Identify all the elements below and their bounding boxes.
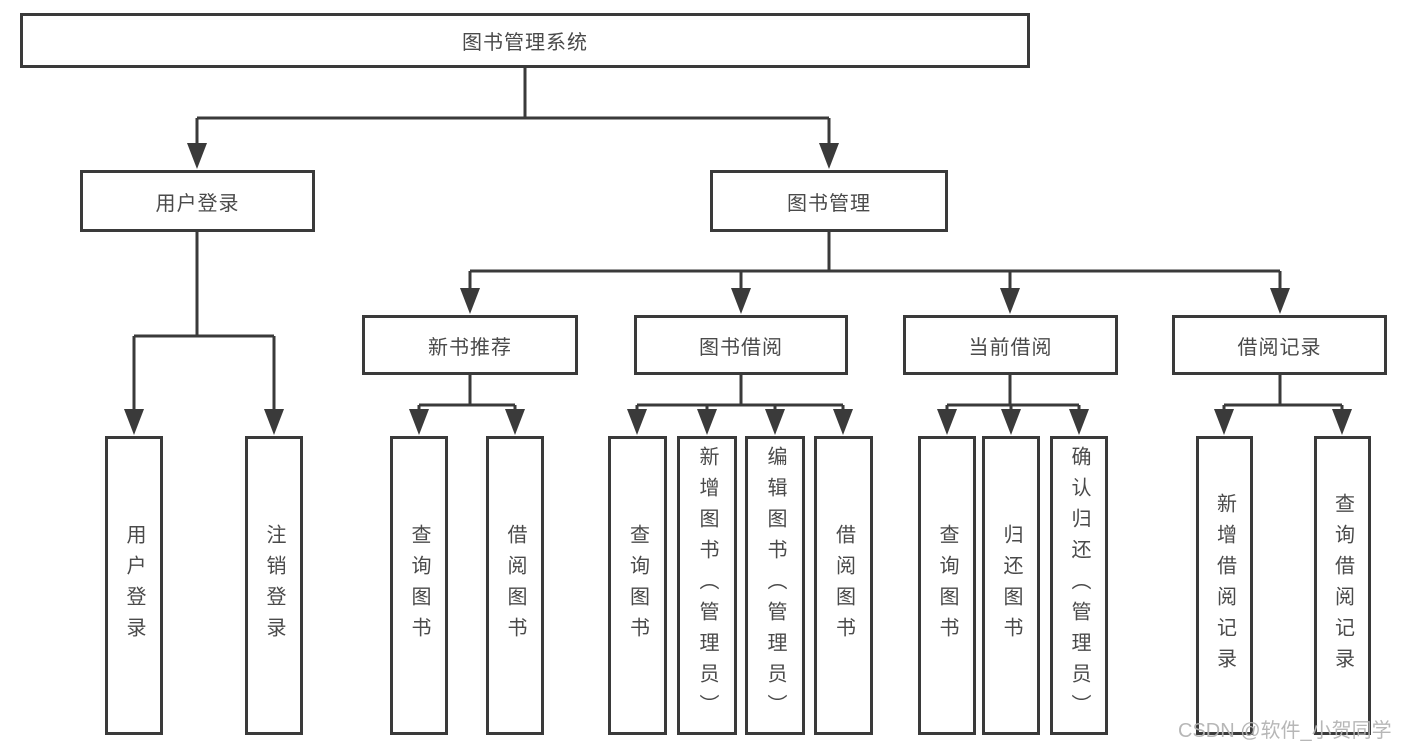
- leaf-logout: 注销登录: [245, 436, 303, 735]
- leaf-borrow-books-recommend: 借阅图书: [486, 436, 544, 735]
- leaf-label: 确认归还（管理员）: [1068, 446, 1090, 725]
- leaf-label: 查询借阅记录: [1331, 492, 1354, 679]
- arrowhead: [819, 143, 839, 169]
- leaf-query-books-borrow: 查询图书: [608, 436, 667, 735]
- node-book-management: 图书管理: [710, 170, 948, 232]
- arrowhead: [937, 409, 957, 435]
- leaf-label: 新增借阅记录: [1213, 492, 1236, 679]
- leaf-label: 查询图书: [408, 523, 430, 648]
- leaf-user-login: 用户登录: [105, 436, 163, 735]
- node-current-borrow: 当前借阅: [903, 315, 1118, 375]
- leaf-borrow-books: 借阅图书: [814, 436, 873, 735]
- branch-user-login: [124, 232, 284, 435]
- arrowhead: [731, 288, 751, 314]
- branch-borrow-records: [1214, 375, 1352, 435]
- node-root-system: 图书管理系统: [20, 13, 1030, 68]
- arrowhead: [1001, 409, 1021, 435]
- branch-current-borrow: [937, 375, 1089, 435]
- node-borrow-records: 借阅记录: [1172, 315, 1387, 375]
- leaf-label: 用户登录: [123, 523, 145, 648]
- arrowhead: [627, 409, 647, 435]
- node-book-borrow: 图书借阅: [634, 315, 848, 375]
- leaf-label: 查询图书: [936, 523, 958, 648]
- leaf-label: 借阅图书: [832, 523, 855, 648]
- leaf-query-books-current: 查询图书: [918, 436, 976, 735]
- arrowhead: [409, 409, 429, 435]
- branch-new-book: [409, 375, 525, 435]
- branch-book-management: [460, 232, 1290, 314]
- arrowhead: [1000, 288, 1020, 314]
- arrowhead: [1270, 288, 1290, 314]
- arrowhead: [460, 288, 480, 314]
- leaf-add-book-admin: 新增图书（管理员）: [677, 436, 737, 735]
- leaf-label: 新增图书（管理员）: [696, 446, 718, 725]
- leaf-label: 查询图书: [626, 523, 649, 648]
- leaf-label: 归还图书: [1000, 523, 1022, 648]
- leaf-label: 借阅图书: [504, 523, 526, 648]
- node-user-login: 用户登录: [80, 170, 315, 232]
- node-new-book-recommend: 新书推荐: [362, 315, 578, 375]
- leaf-label: 注销登录: [263, 523, 285, 648]
- arrowhead: [765, 409, 785, 435]
- arrowhead: [833, 409, 853, 435]
- leaf-confirm-return-admin: 确认归还（管理员）: [1050, 436, 1108, 735]
- arrowhead: [264, 409, 284, 435]
- leaf-return-books: 归还图书: [982, 436, 1040, 735]
- leaf-label: 编辑图书（管理员）: [764, 446, 786, 725]
- branch-root: [187, 68, 839, 169]
- leaf-add-borrow-record: 新增借阅记录: [1196, 436, 1253, 735]
- arrowhead: [187, 143, 207, 169]
- arrowhead: [1332, 409, 1352, 435]
- arrowhead: [1214, 409, 1234, 435]
- arrowhead: [505, 409, 525, 435]
- leaf-query-books-recommend: 查询图书: [390, 436, 448, 735]
- arrowhead: [697, 409, 717, 435]
- branch-book-borrow: [627, 375, 853, 435]
- arrowhead: [1069, 409, 1089, 435]
- arrowhead: [124, 409, 144, 435]
- csdn-watermark: CSDN @软件_小贺同学: [1178, 720, 1392, 742]
- leaf-query-borrow-record: 查询借阅记录: [1314, 436, 1371, 735]
- leaf-edit-book-admin: 编辑图书（管理员）: [745, 436, 805, 735]
